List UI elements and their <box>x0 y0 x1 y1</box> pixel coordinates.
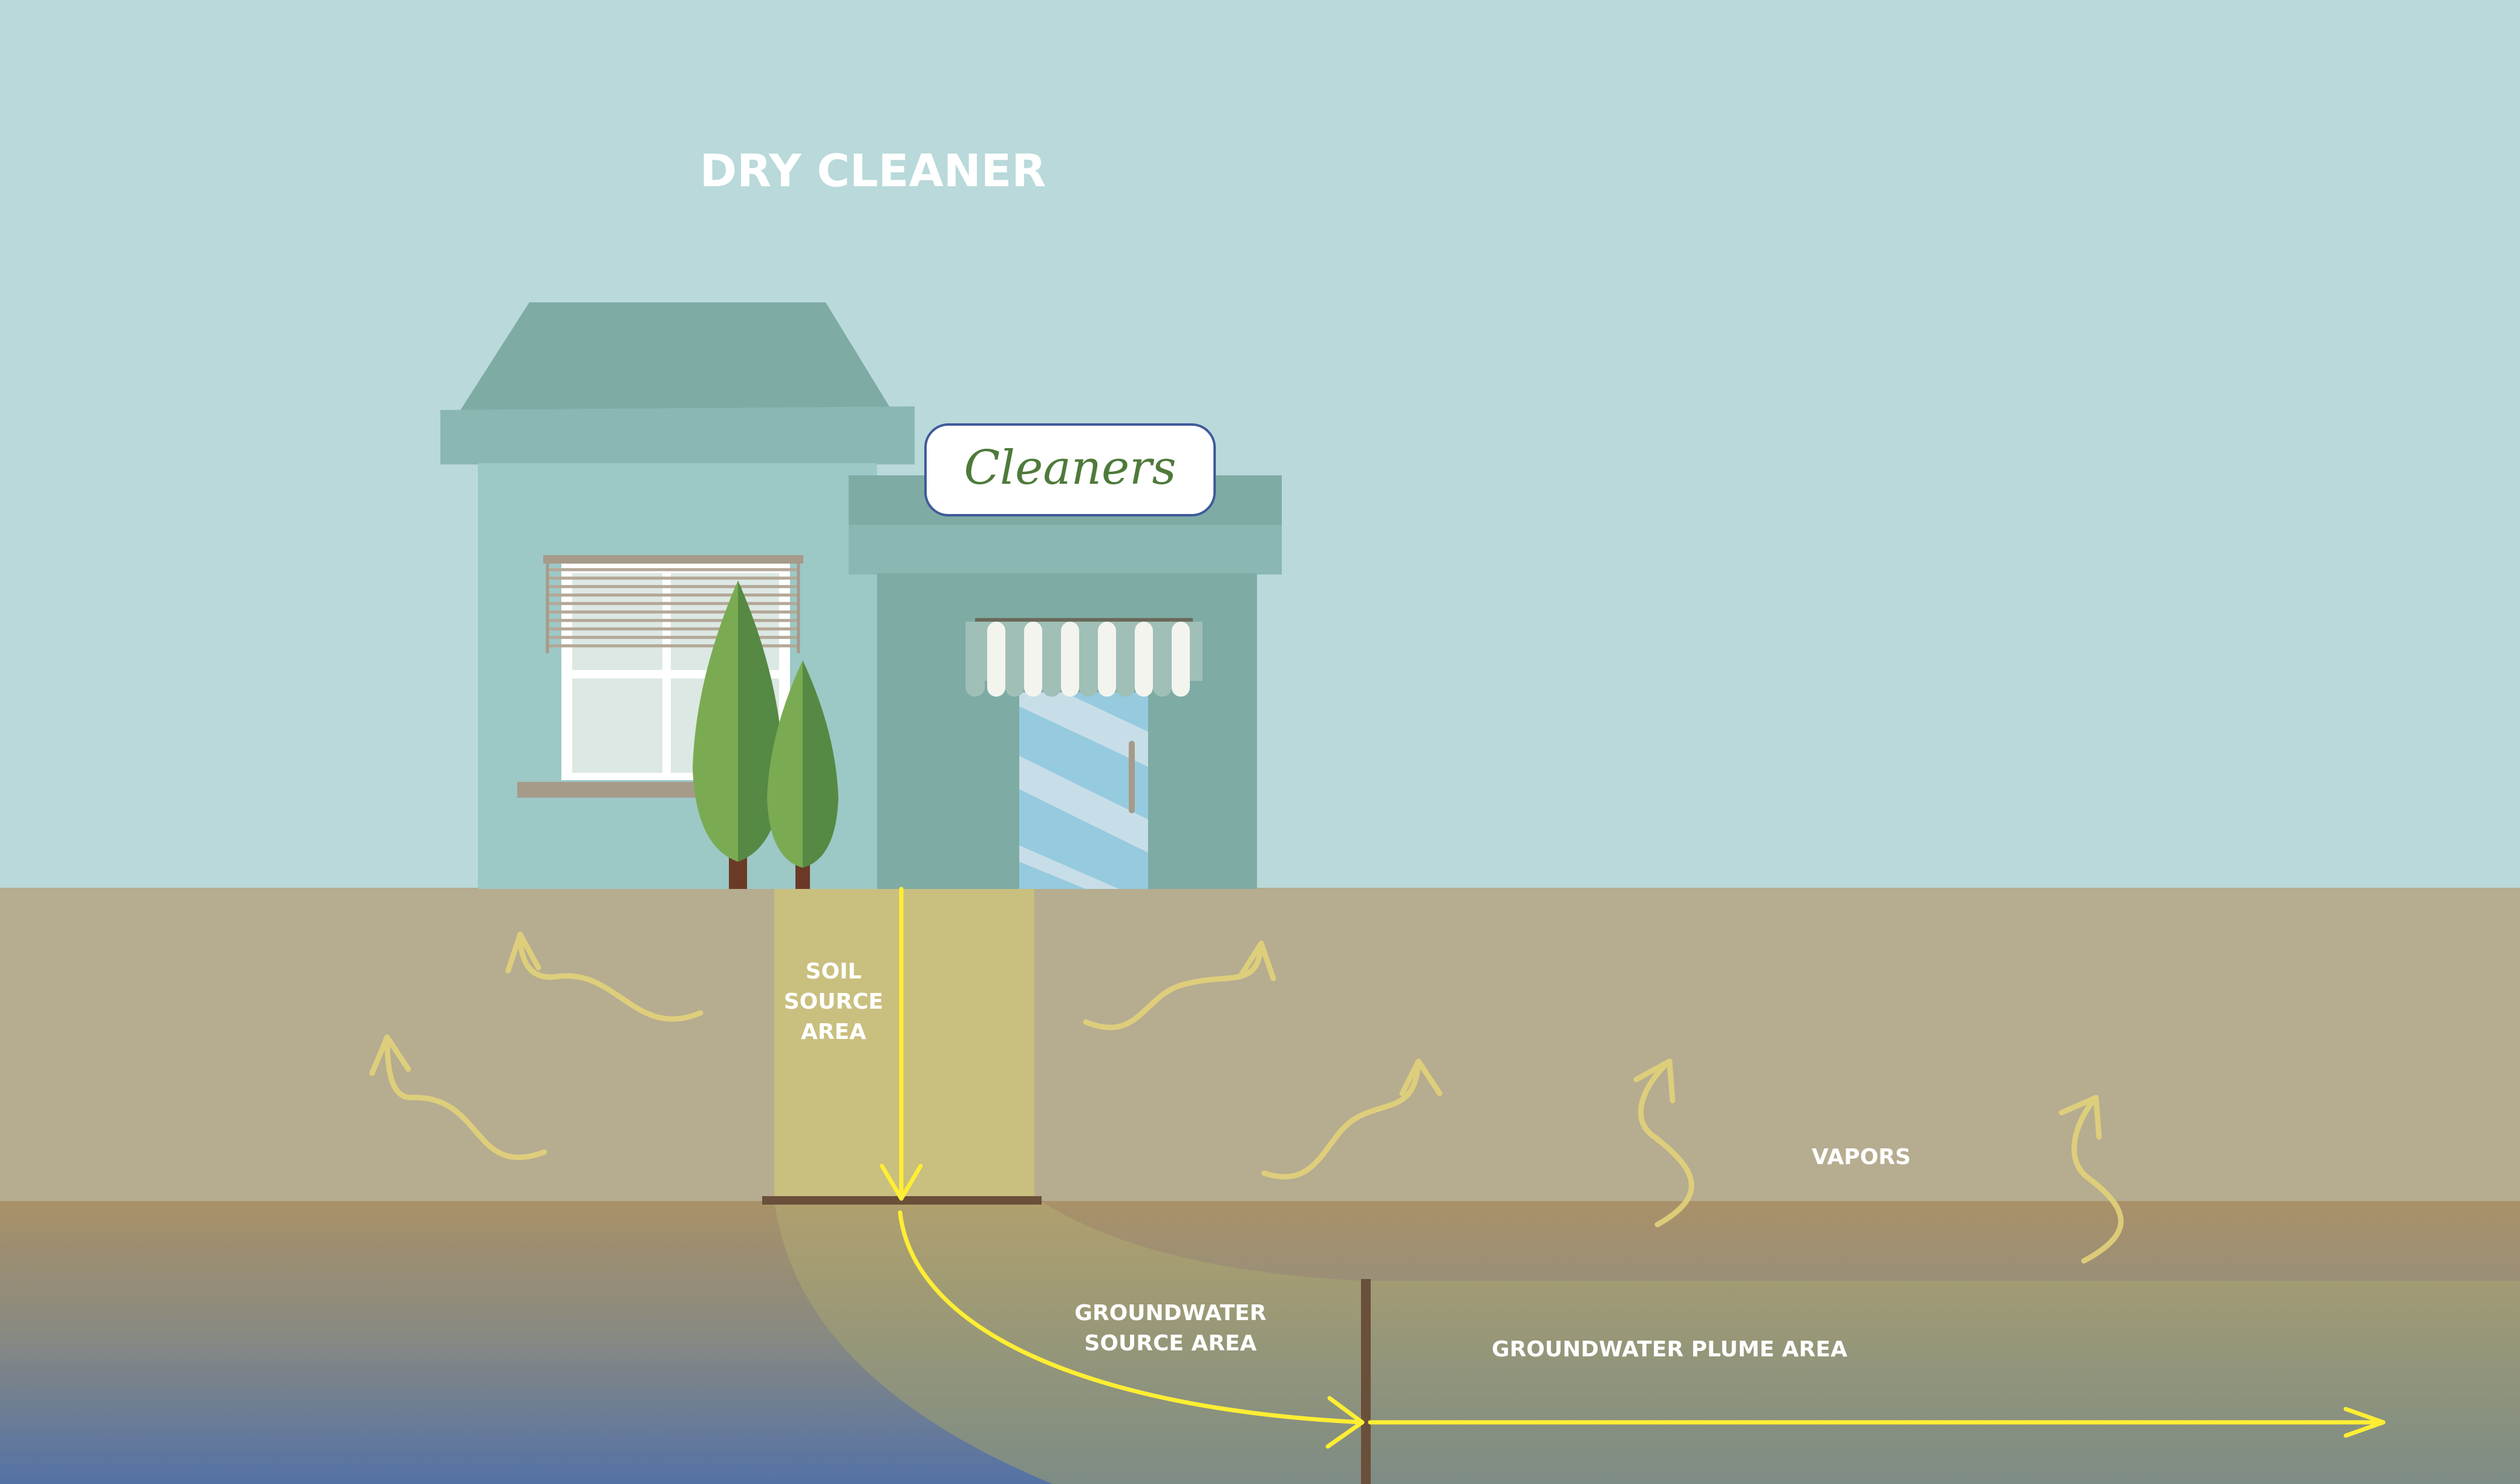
soil-layer <box>0 888 2520 1202</box>
vapor-arrow-5 <box>1633 1058 1694 1228</box>
vapor-arrow-6 <box>2058 1095 2124 1264</box>
vapor-arrow-4 <box>1261 1058 1443 1180</box>
storefront-door <box>1019 692 1148 889</box>
vapor-arrow-1 <box>505 931 703 1022</box>
label-groundwater-source-1: GROUNDWATER <box>1074 1301 1266 1326</box>
groundwater-flow-arrow <box>898 1210 1365 1449</box>
label-vapors: VAPORS <box>1812 1145 1911 1170</box>
soil-flow-arrow <box>880 887 923 1201</box>
capillary-band <box>1040 1201 2520 1281</box>
building-roof <box>460 302 892 411</box>
cleaners-sign-text: Cleaners <box>964 441 1177 495</box>
label-groundwater-source-2: SOURCE AREA <box>1084 1331 1256 1356</box>
vapor-arrow-2 <box>369 1034 547 1160</box>
flow-arrows <box>880 887 2386 1449</box>
soil-source-area <box>774 888 1034 1201</box>
plume-flow-arrow <box>1368 1407 2386 1438</box>
storefront-cornice <box>849 525 1282 574</box>
cleaners-sign <box>924 423 1216 516</box>
awning <box>965 618 1203 697</box>
vapor-arrows <box>369 931 2124 1264</box>
vapor-arrow-3 <box>1083 940 1276 1030</box>
sky <box>0 0 2520 889</box>
label-soil-source-3: AREA <box>801 1020 866 1044</box>
building-eave <box>440 406 915 464</box>
window <box>517 555 832 798</box>
label-soil-source-1: SOIL <box>806 959 862 984</box>
diagram-title: DRY CLEANER <box>700 145 1046 197</box>
label-groundwater-plume: GROUNDWATER PLUME AREA <box>1492 1337 1847 1362</box>
monitoring-well <box>1361 1279 1371 1484</box>
label-soil-source-2: SOURCE <box>784 989 884 1014</box>
groundwater-plume-zone <box>774 1201 2520 1484</box>
tree-small <box>767 660 838 889</box>
